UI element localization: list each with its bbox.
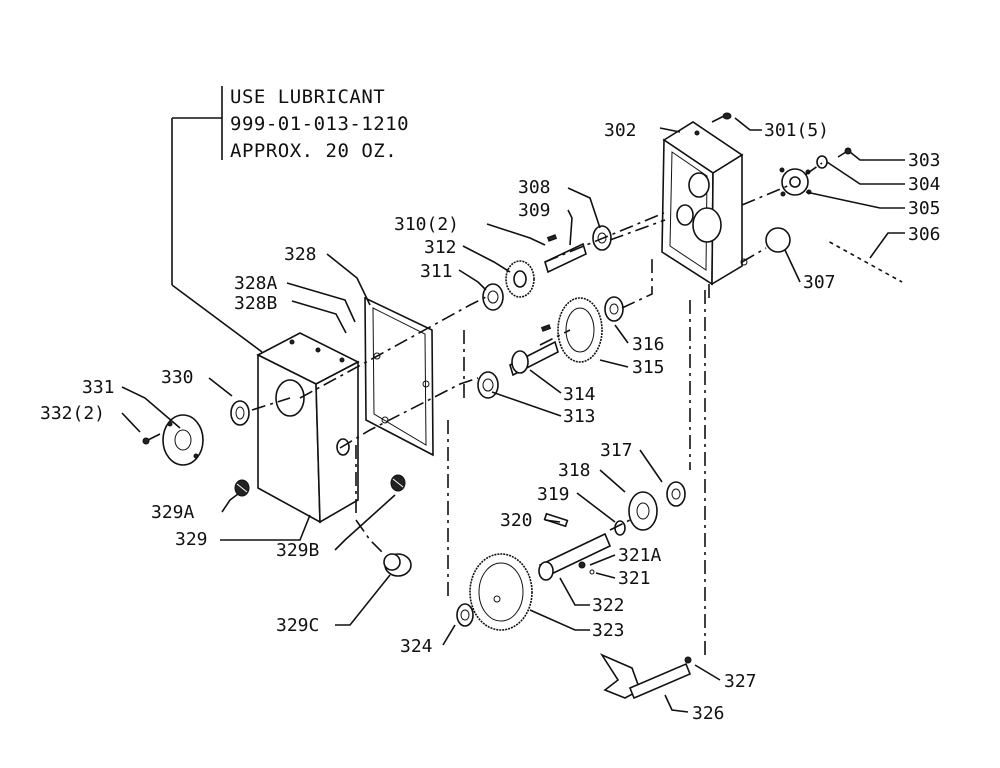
- cover-plate-302: [661, 121, 748, 286]
- set-screw-329b: [390, 474, 406, 492]
- label-321a: 321A: [618, 545, 662, 566]
- label-319: 319: [537, 484, 570, 505]
- label-308: 308: [518, 177, 551, 198]
- note-line-2: 999-01-013-1210: [230, 113, 410, 135]
- gear-315: [557, 297, 603, 363]
- label-331: 331: [82, 377, 115, 398]
- ring-319: [614, 520, 626, 536]
- set-screw-321a: [578, 561, 586, 569]
- label-321: 321: [618, 568, 651, 589]
- label-329b: 329B: [276, 540, 319, 561]
- chain-306: [825, 238, 903, 284]
- bearing-317: [666, 481, 686, 507]
- label-302: 302: [604, 120, 637, 141]
- plug-329c: [383, 553, 412, 577]
- label-320: 320: [500, 510, 533, 531]
- key-320: [543, 512, 569, 528]
- screw-332: [142, 433, 161, 445]
- knob-307: [765, 227, 791, 253]
- label-329c: 329C: [276, 615, 319, 636]
- bearing-316: [604, 296, 624, 322]
- shaft-309: [544, 234, 587, 274]
- shift-fork-326: [599, 653, 692, 700]
- gear-312: [505, 260, 535, 298]
- bearing-313: [477, 371, 499, 399]
- label-312: 312: [424, 237, 457, 258]
- leader-lines: [121, 117, 905, 713]
- sprocket-305: [779, 167, 812, 197]
- label-304: 304: [908, 174, 941, 195]
- label-316: 316: [632, 334, 665, 355]
- label-310: 310(2): [394, 214, 459, 235]
- label-329: 329: [175, 529, 208, 550]
- gear-323: [469, 553, 533, 631]
- label-323: 323: [592, 620, 625, 641]
- label-324: 324: [400, 636, 433, 657]
- label-332: 332(2): [40, 403, 105, 424]
- label-303: 303: [908, 150, 941, 171]
- gearbox-housing-329: [256, 332, 360, 524]
- note-line-3: APPROX. 20 OZ.: [230, 140, 398, 162]
- shaft-322: [538, 532, 612, 581]
- label-315: 315: [632, 357, 665, 378]
- end-plate-331: [162, 414, 204, 466]
- label-307: 307: [803, 272, 836, 293]
- bearing-318: [628, 491, 658, 531]
- label-317: 317: [600, 440, 633, 461]
- label-314: 314: [563, 384, 596, 405]
- part-labels: 301(5) 302 303 304 305 306 307 308 309 3…: [40, 120, 941, 724]
- label-311: 311: [420, 261, 453, 282]
- screw-301: [711, 112, 732, 123]
- label-328: 328: [284, 244, 317, 265]
- label-301: 301(5): [764, 120, 829, 141]
- label-329a: 329A: [151, 502, 195, 523]
- label-313: 313: [563, 406, 596, 427]
- label-309: 309: [518, 200, 551, 221]
- set-screw-329a: [234, 479, 250, 497]
- alignment-lines: [251, 162, 823, 660]
- gasket-328: [364, 296, 434, 457]
- screw-303: [837, 147, 852, 158]
- label-305: 305: [908, 198, 941, 219]
- label-322: 322: [592, 595, 625, 616]
- label-328a: 328A: [234, 273, 278, 294]
- shaft-314: [509, 324, 559, 377]
- bearing-324: [456, 603, 474, 627]
- bearing-311: [482, 283, 504, 311]
- ball-321: [589, 569, 595, 575]
- washer-304: [816, 155, 828, 169]
- label-330: 330: [161, 367, 194, 388]
- lubricant-note: USE LUBRICANT 999-01-013-1210 APPROX. 20…: [230, 84, 409, 165]
- label-328b: 328B: [234, 293, 277, 314]
- label-327: 327: [724, 671, 757, 692]
- lubricant-note-leader: [171, 86, 263, 353]
- label-306: 306: [908, 224, 941, 245]
- label-326: 326: [692, 703, 725, 724]
- label-318: 318: [558, 460, 591, 481]
- note-line-1: USE LUBRICANT: [230, 86, 386, 108]
- seal-330: [230, 400, 250, 426]
